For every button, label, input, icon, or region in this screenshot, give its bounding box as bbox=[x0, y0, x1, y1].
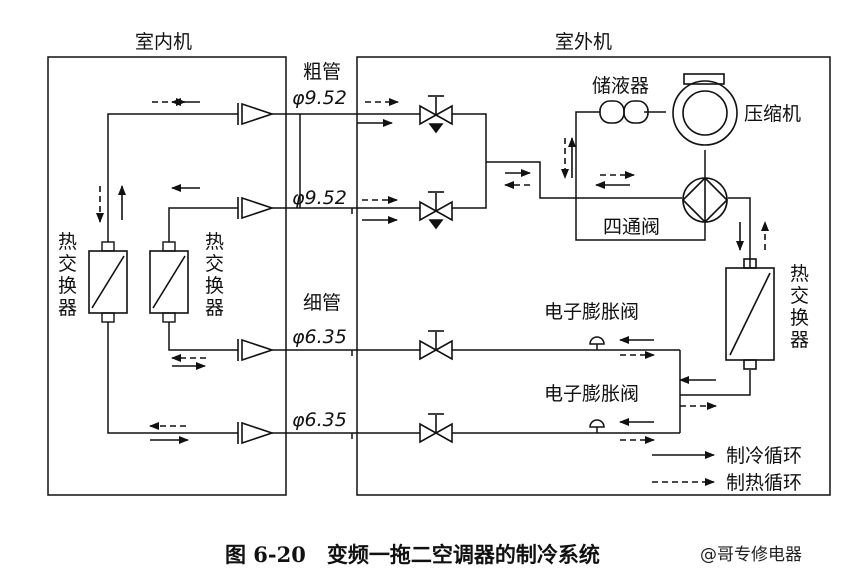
thin-pipe-dimension-2: φ6.35 bbox=[292, 409, 347, 431]
heat-exchanger-label-outdoor: 热交换器 bbox=[790, 263, 809, 351]
service-valve-3 bbox=[419, 330, 453, 361]
indoor-unit-box bbox=[47, 56, 287, 496]
service-valve-4 bbox=[419, 413, 453, 444]
thin-pipe-dimension-1: φ6.35 bbox=[292, 326, 347, 348]
indoor-unit-title: 室内机 bbox=[135, 31, 192, 53]
outdoor-unit-box bbox=[356, 56, 831, 496]
expansion-valve-label-2: 电子膨胀阀 bbox=[544, 383, 639, 405]
thin-pipe-label: 细管 bbox=[303, 292, 341, 314]
figure-caption: 图 6-20 变频一拖二空调器的制冷系统 bbox=[225, 542, 600, 567]
outdoor-piping bbox=[452, 111, 751, 434]
indoor-piping bbox=[107, 113, 238, 434]
legend-heating-label: 制热循环 bbox=[726, 472, 802, 494]
thick-pipe-dimension-2: φ9.52 bbox=[292, 187, 347, 209]
compressor-label: 压缩机 bbox=[744, 103, 801, 125]
service-valve-2 bbox=[419, 191, 453, 230]
expansion-valve-heads bbox=[589, 336, 605, 433]
thick-pipe-dimension-1: φ9.52 bbox=[292, 87, 347, 109]
accumulator bbox=[599, 100, 649, 124]
expansion-valve-label-1: 电子膨胀阀 bbox=[544, 301, 639, 323]
watermark: @哥专修电器 bbox=[700, 545, 802, 565]
indoor-heat-exchanger-1 bbox=[88, 241, 128, 323]
legend: 制冷循环 制热循环 bbox=[652, 445, 802, 494]
heat-exchanger-label-indoor-2: 热交换器 bbox=[205, 231, 224, 319]
service-valve-1 bbox=[419, 95, 453, 134]
heat-exchanger-label-indoor-1: 热交换器 bbox=[58, 231, 77, 319]
pipe-connectors bbox=[237, 102, 275, 445]
thick-pipe-label: 粗管 bbox=[303, 61, 341, 83]
outdoor-unit-title: 室外机 bbox=[555, 31, 612, 53]
four-way-valve bbox=[681, 176, 729, 224]
indoor-heat-exchanger-2 bbox=[149, 241, 189, 323]
accumulator-label: 储液器 bbox=[592, 75, 649, 97]
outdoor-heat-exchanger bbox=[725, 258, 775, 370]
connecting-pipes bbox=[272, 113, 420, 439]
heating-flow-arrows bbox=[96, 98, 769, 444]
four-way-valve-label: 四通阀 bbox=[603, 216, 660, 238]
compressor bbox=[672, 73, 738, 146]
legend-cooling-label: 制冷循环 bbox=[726, 445, 802, 467]
